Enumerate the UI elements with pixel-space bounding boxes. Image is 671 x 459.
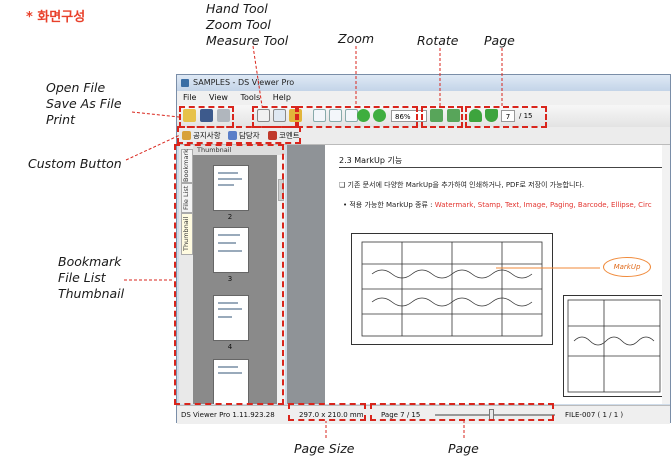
zoom-in-icon[interactable] [373, 109, 386, 122]
callout-save-as-file: Save As File [46, 96, 122, 111]
cad-drawing-original [351, 233, 553, 345]
menu-view[interactable]: View [208, 93, 228, 102]
menu-help[interactable]: Help [272, 93, 291, 102]
callout-measure-tool: Measure Tool [206, 33, 289, 48]
document-view[interactable]: 2.3 MarkUp 기능 ❑ 기존 문서에 다양한 MarkUp을 추가하여 … [287, 145, 670, 404]
thumbnail-number: 4 [227, 343, 233, 351]
status-page-label: Page 7 / 15 [381, 411, 421, 419]
callout-rotate: Rotate [417, 33, 459, 48]
thumbnail-page-5[interactable] [213, 359, 249, 404]
rotate-right-icon[interactable] [447, 109, 460, 122]
notice-icon [182, 131, 191, 140]
menu-tools[interactable]: Tools [240, 93, 261, 102]
callout-page-bottom: Page [448, 441, 479, 456]
highlight-rotate [421, 106, 463, 128]
highlight-custom-buttons [177, 126, 301, 144]
callout-print: Print [46, 112, 75, 127]
callout-hand-tool: Hand Tool [206, 1, 268, 16]
doc-markup-types: • 적용 가능한 MarkUp 종류 : Watermark, Stamp, T… [343, 201, 652, 209]
print-icon[interactable] [217, 109, 230, 122]
side-panel: Bookmark File List Thumbnail Thumbnail 2… [179, 145, 285, 404]
callout-bookmark: Bookmark [58, 254, 122, 269]
menu-bar: File View Tools Help [177, 91, 670, 105]
hand-tool-icon[interactable] [257, 109, 270, 122]
save-icon[interactable] [200, 109, 213, 122]
prev-page-icon[interactable] [469, 109, 482, 122]
app-icon [181, 79, 189, 87]
custom-button-notice[interactable]: 공지사항 [181, 129, 221, 142]
rotate-left-icon[interactable] [430, 109, 443, 122]
title-bar: SAMPLES - DS Viewer Pro [177, 75, 670, 91]
page-size-label: 297.0 x 210.0 mm [299, 411, 364, 419]
next-page-icon[interactable] [485, 109, 498, 122]
page-heading: * 화면구성 [26, 10, 86, 25]
thumbnail-number: 2 [227, 213, 233, 221]
highlight-page [465, 106, 547, 128]
thumbnail-page-2[interactable] [213, 165, 249, 211]
custom-button-manager[interactable]: 담당자 [227, 129, 260, 142]
callout-zoom-tool: Zoom Tool [206, 17, 271, 32]
page-number-input[interactable]: 7 [501, 110, 515, 122]
document-scrollbar[interactable] [662, 145, 670, 404]
thumbnail-page-3[interactable] [213, 227, 249, 273]
callout-custom-button: Custom Button [28, 156, 122, 171]
custom-button-comment[interactable]: 코멘트 [267, 129, 300, 142]
zoom-select[interactable]: 86% [391, 110, 427, 122]
person-icon [228, 131, 237, 140]
callout-thumbnail: Thumbnail [58, 286, 125, 301]
zoom-out-icon[interactable] [357, 109, 370, 122]
markup-callout: MarkUp [603, 257, 651, 277]
thumbnail-list[interactable]: 2 3 4 [193, 155, 277, 404]
callout-file-list: File List [58, 270, 106, 285]
callout-page-size: Page Size [294, 441, 355, 456]
callout-zoom: Zoom [338, 31, 375, 46]
zoom-tool-icon[interactable] [273, 109, 286, 122]
version-label: DS Viewer Pro 1.11.923.28 [181, 411, 275, 419]
callout-open-file: Open File [46, 80, 106, 95]
thumbnail-page-4[interactable] [213, 295, 249, 341]
page-total: / 15 [519, 112, 533, 120]
highlight-zoom [297, 106, 418, 128]
thumbnail-header: Thumbnail [193, 145, 285, 155]
doc-section-title: 2.3 MarkUp 기능 [339, 156, 403, 165]
fit-width-icon[interactable] [329, 109, 342, 122]
window-title: SAMPLES - DS Viewer Pro [193, 78, 295, 87]
doc-text-line: ❑ 기존 문서에 다양한 MarkUp을 추가하여 인쇄하거나, PDF로 저장… [339, 181, 585, 189]
callout-page-top: Page [484, 33, 515, 48]
pen-icon [268, 131, 277, 140]
file-label: FILE-007 ( 1 / 1 ) [565, 411, 624, 419]
highlight-page-status [370, 403, 554, 421]
fit-page-icon[interactable] [313, 109, 326, 122]
open-file-icon[interactable] [183, 109, 196, 122]
thumbnail-number: 3 [227, 275, 233, 283]
highlight-page-size [288, 403, 366, 421]
menu-file[interactable]: File [183, 93, 197, 102]
page-slider[interactable] [435, 414, 555, 416]
highlight-side-panel [174, 144, 284, 405]
